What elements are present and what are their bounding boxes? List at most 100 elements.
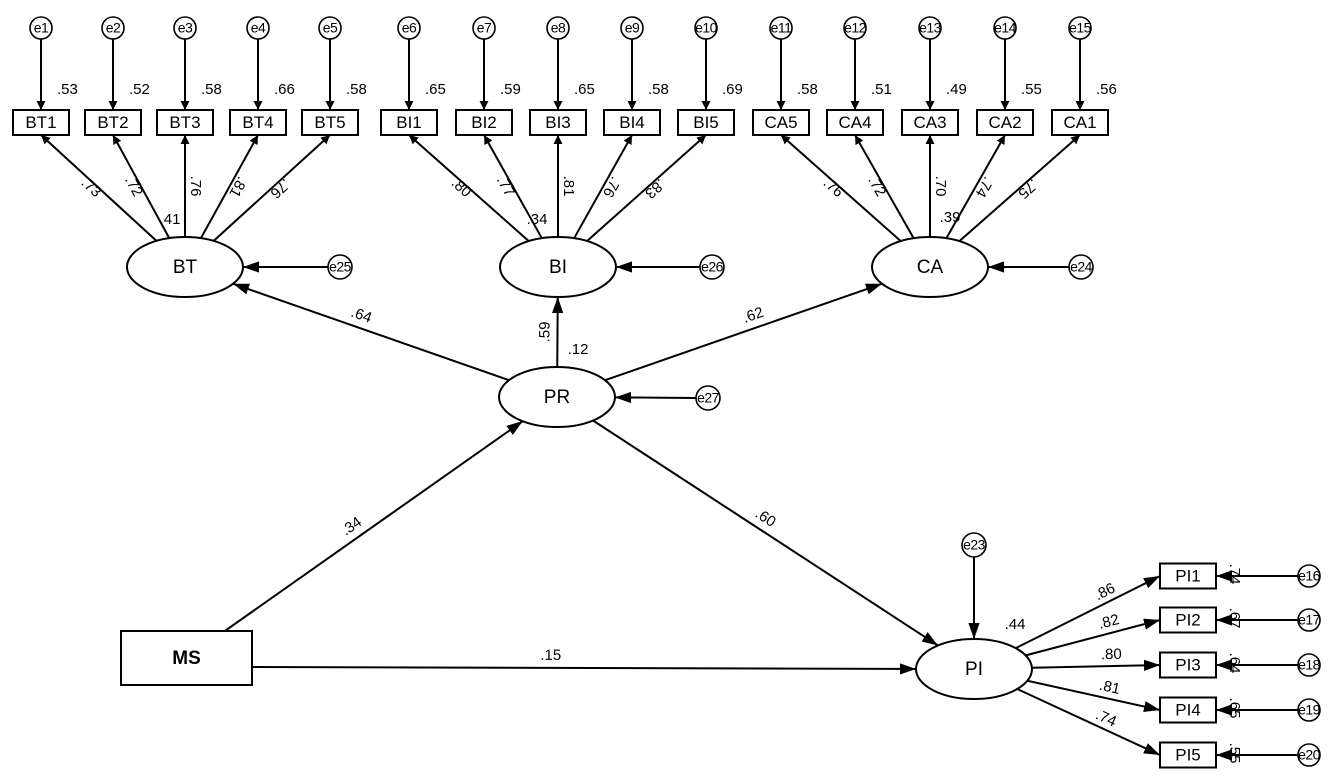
indicator-PI1 <box>1159 562 1217 590</box>
latent-label-CA: CA <box>917 257 944 278</box>
error-term-e4 <box>246 16 270 40</box>
nodes-layer <box>12 16 1321 769</box>
indicator-label-BT2: BT2 <box>97 113 128 132</box>
indicator-PI3 <box>1159 651 1217 679</box>
indicator-label-BT1: BT1 <box>25 113 56 132</box>
error-term-e16 <box>1297 564 1321 588</box>
indicator-BI2 <box>455 109 513 136</box>
latent-label-BI: BI <box>549 257 567 278</box>
error-label-e19: e19 <box>1298 702 1321 718</box>
indicator-label-PI4: PI4 <box>1175 700 1201 719</box>
r2-PI3: .64 <box>1226 653 1243 674</box>
error-term-e2 <box>101 16 125 40</box>
edges-layer <box>36 39 1298 761</box>
disturbance-label-e25: e25 <box>329 259 352 275</box>
loading-BI5: .83 <box>641 175 668 202</box>
path-coef-PR-CA: .62 <box>741 304 766 327</box>
loading-arrow-CA5 <box>780 134 902 242</box>
r2-BI2: .59 <box>500 81 521 98</box>
error-term-e9 <box>620 16 644 40</box>
r2-BT5: .58 <box>346 81 367 98</box>
r2-BT2: .52 <box>129 81 150 98</box>
indicator-label-CA5: CA5 <box>764 113 797 132</box>
loading-CA1: .75 <box>1015 175 1042 202</box>
error-label-e15: e15 <box>1069 20 1092 36</box>
error-label-e7: e7 <box>477 20 492 36</box>
disturbance-e25 <box>327 254 353 280</box>
error-label-e13: e13 <box>919 20 942 36</box>
indicator-CA5 <box>752 109 810 136</box>
indicator-label-BT3: BT3 <box>169 113 200 132</box>
indicator-BT2 <box>84 109 142 136</box>
latent-PI <box>915 638 1033 700</box>
error-term-e18 <box>1297 653 1321 677</box>
r2-BI1: .65 <box>425 81 446 98</box>
disturbance-label-e26: e26 <box>701 259 724 275</box>
error-label-e8: e8 <box>551 20 566 36</box>
latent-label-BT: BT <box>173 257 198 278</box>
loading-PI4: .81 <box>1098 677 1122 698</box>
loading-CA3: .70 <box>932 176 949 197</box>
latent-r2-BI: .34 <box>527 211 548 228</box>
loading-arrow-CA1 <box>958 134 1081 242</box>
error-label-e4: e4 <box>251 20 266 36</box>
path-MS-PI <box>251 663 917 675</box>
r2-BT1: .53 <box>57 81 78 98</box>
error-label-e11: e11 <box>771 20 793 36</box>
error-term-e14 <box>993 16 1017 40</box>
r2-PI2: .67 <box>1226 608 1243 629</box>
loading-BI2: .77 <box>493 173 518 200</box>
indicator-BT4 <box>229 109 287 136</box>
latent-BI <box>499 236 617 298</box>
path-coef-PR-BT: .64 <box>349 304 374 327</box>
disturbance-e23 <box>961 532 987 558</box>
error-label-e20: e20 <box>1298 747 1321 763</box>
indicator-label-CA3: CA3 <box>913 113 946 132</box>
error-term-e10 <box>694 16 718 40</box>
error-term-e7 <box>472 16 496 40</box>
error-label-e17: e17 <box>1298 612 1321 628</box>
latent-r2-BT: .41 <box>160 211 181 228</box>
latent-r2-CA: .39 <box>940 209 961 226</box>
indicator-BI1 <box>380 109 438 136</box>
loading-BT5: .76 <box>267 175 294 202</box>
error-label-e5: e5 <box>323 20 338 36</box>
indicator-label-PI5: PI5 <box>1175 745 1201 764</box>
error-term-e13 <box>918 16 942 40</box>
indicator-label-BT5: BT5 <box>314 113 345 132</box>
error-term-e11 <box>769 16 793 40</box>
loading-arrow-BI1 <box>408 134 530 242</box>
disturbance-label-e27: e27 <box>697 390 720 406</box>
loading-CA5: .76 <box>820 174 847 201</box>
observed-label-MS: MS <box>172 648 201 669</box>
indicator-label-PI3: PI3 <box>1175 655 1201 674</box>
loading-arrow-BT1 <box>40 134 158 242</box>
loading-arrow-PI5 <box>1016 688 1161 756</box>
indicator-label-CA4: CA4 <box>838 113 871 132</box>
path-coef-PR-BI: .59 <box>536 321 553 342</box>
indicator-CA3 <box>901 109 959 136</box>
error-label-e10: e10 <box>695 20 718 36</box>
error-term-e12 <box>843 16 867 40</box>
path-PR-CA <box>604 282 883 382</box>
indicator-label-CA2: CA2 <box>988 113 1021 132</box>
latent-CA <box>871 236 989 298</box>
error-label-e2: e2 <box>106 20 121 36</box>
loading-PI3: .80 <box>1101 646 1122 663</box>
r2-CA4: .51 <box>871 81 892 98</box>
indicator-label-BI1: BI1 <box>396 113 422 132</box>
indicator-BI5 <box>677 109 735 136</box>
loading-PI1: .86 <box>1092 580 1118 605</box>
error-label-e16: e16 <box>1298 568 1321 584</box>
r2-BI3: .65 <box>574 81 595 98</box>
error-label-e1: e1 <box>34 20 49 36</box>
path-PR-BT <box>232 282 510 382</box>
loading-arrow-PI2 <box>1025 618 1161 657</box>
disturbance-label-e24: e24 <box>1070 259 1093 275</box>
r2-BI5: .69 <box>722 81 743 98</box>
latent-label-PR: PR <box>544 387 570 408</box>
indicator-CA1 <box>1051 109 1109 136</box>
r2-CA1: .56 <box>1096 81 1117 98</box>
loading-BT1: .73 <box>78 174 105 201</box>
loading-arrow-PI4 <box>1027 679 1161 713</box>
